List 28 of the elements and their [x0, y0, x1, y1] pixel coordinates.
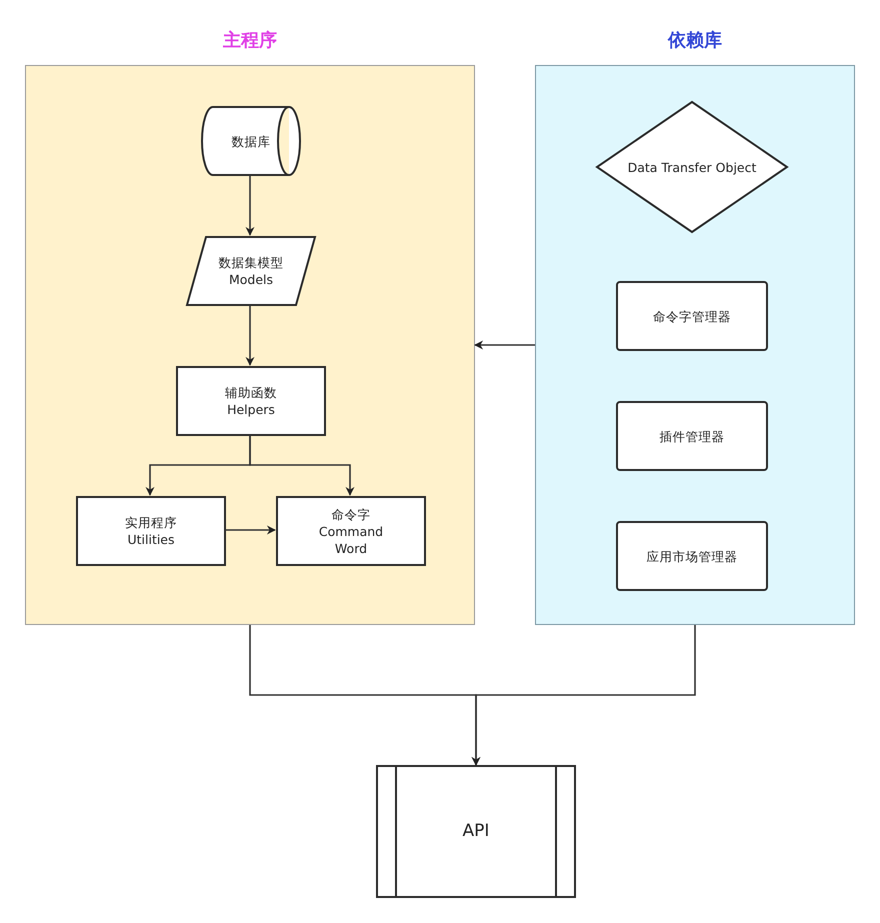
process-box [76, 496, 226, 566]
process-box [616, 521, 768, 591]
panel-heading: 依赖库 [666, 32, 723, 49]
decision-diamond [596, 101, 788, 233]
arrow [474, 340, 535, 350]
process-box [276, 496, 426, 566]
process-box [616, 401, 768, 471]
database-cylinder [201, 106, 301, 176]
node-label: API [462, 823, 490, 840]
process-box [176, 366, 326, 436]
process-box [616, 281, 768, 351]
node-label: 命令字管理器 [653, 308, 731, 324]
node-label: 应用市场管理器 [646, 548, 738, 564]
node-label: 数据库 [232, 132, 270, 150]
arrow [472, 625, 696, 766]
data-parallelogram [186, 236, 316, 306]
node-label: 实用程序 Utilities [124, 514, 178, 548]
predefined-process-box [376, 765, 576, 898]
arrow [225, 526, 276, 534]
node-label: 数据集模型 Models [218, 254, 284, 288]
node-label: 插件管理器 [660, 428, 724, 444]
panel-heading: 主程序 [222, 32, 278, 49]
node-label: 命令字 Command Word [318, 506, 384, 556]
arrow [249, 435, 354, 496]
arrow [246, 175, 254, 236]
arrow [246, 305, 254, 366]
node-label: 辅助函数 Helpers [224, 384, 278, 418]
node-label: Data Transfer Object [628, 158, 756, 176]
